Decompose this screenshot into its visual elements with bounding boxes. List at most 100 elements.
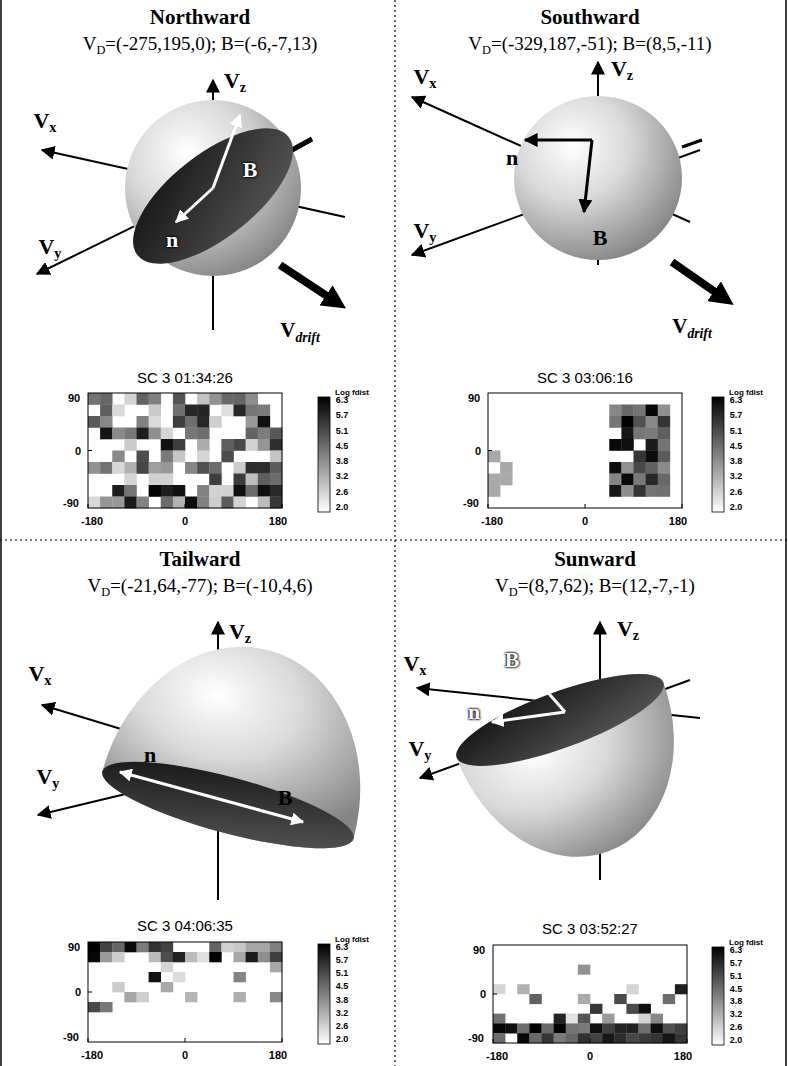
tick-mark <box>185 1038 186 1042</box>
heatmap-cell <box>500 474 512 486</box>
heatmap-cell <box>578 965 590 975</box>
tick-mark <box>88 1038 89 1042</box>
heatmap-cell <box>658 405 670 417</box>
colorbar-value: 6.3 <box>336 396 349 406</box>
heatmap-cell <box>663 994 675 1004</box>
heatmap-cell <box>493 1033 505 1043</box>
panel-band: SC 3 01:34:26NorthwardVD=(-275,195,0); B… <box>0 0 394 539</box>
heatmap-cell <box>646 416 658 428</box>
heatmap-cell <box>646 428 658 440</box>
plot-frame <box>493 945 687 1043</box>
heatmap-cell <box>621 428 633 440</box>
heatmap-cell <box>270 962 282 972</box>
vector-values: VD=(-21,64,-77); B=(-10,4,6) <box>87 576 312 599</box>
heatmap-cell <box>221 942 233 952</box>
heatmap-cell <box>149 462 161 474</box>
heatmap-cell <box>112 982 124 992</box>
tick-mark <box>687 1039 688 1043</box>
heatmap-cell <box>234 393 246 405</box>
heatmap-cell <box>634 474 646 486</box>
colorbar-value: 2.0 <box>336 503 349 513</box>
panel-band: SC 3 03:52:27SunwardVD=(8,7,62); B=(12,-… <box>395 540 785 1066</box>
heatmap-cell <box>100 462 112 474</box>
tick-mark <box>185 504 186 508</box>
heatmap-cell <box>578 1014 590 1024</box>
tick-label: 90 <box>68 941 80 953</box>
heatmap-cell <box>270 474 282 486</box>
heatmap-cell <box>137 428 149 440</box>
colorbar-value: 2.6 <box>336 1022 349 1032</box>
heatmap-cell <box>221 439 233 451</box>
vector-label: n <box>506 146 518 170</box>
tick-label: -180 <box>486 1050 508 1062</box>
heatmap-cell <box>137 992 149 1002</box>
colorbar-value: 5.7 <box>730 411 743 421</box>
heatmap-cell <box>651 1023 663 1033</box>
tick-label: 180 <box>269 515 287 527</box>
heatmap-cell <box>100 497 112 509</box>
heatmap-cell <box>124 992 136 1002</box>
axis-label: Vx <box>33 109 56 136</box>
heatmap-cell <box>658 439 670 451</box>
heatmap-cell <box>234 405 246 417</box>
plot-panel: SC 3 01:34:26 <box>76 367 294 508</box>
heatmap-cell <box>234 992 246 1002</box>
heatmap-cell <box>161 952 173 962</box>
heatmap-cell <box>270 992 282 1002</box>
heatmap-cell <box>621 439 633 451</box>
tick-mark <box>488 450 492 451</box>
tick-mark <box>88 992 92 993</box>
heatmap-cell <box>554 1033 566 1043</box>
colorbar <box>318 397 330 512</box>
colorbar-value: 3.8 <box>336 996 349 1006</box>
heatmap-cell <box>100 952 112 962</box>
heatmap-cell <box>149 474 161 486</box>
heatmap-cell <box>234 462 246 474</box>
heatmap-cell <box>100 416 112 428</box>
heatmap-cell <box>112 451 124 463</box>
vector-label: n <box>166 228 178 252</box>
heatmap-cell <box>646 451 658 463</box>
heatmap-cell <box>137 462 149 474</box>
heatmap-cell <box>246 485 258 497</box>
heatmap-cell <box>658 451 670 463</box>
panel-title: Tailward <box>160 548 241 571</box>
colorbar-value: 6.3 <box>730 946 743 956</box>
axis-label: Vz <box>617 617 639 644</box>
heatmap-cell <box>658 462 670 474</box>
heatmap-cell <box>500 462 512 474</box>
heatmap-cell <box>270 942 282 952</box>
heatmap-cell <box>185 992 197 1002</box>
heatmap-cell <box>173 439 185 451</box>
heatmap-cell <box>270 485 282 497</box>
heatmap-cell <box>634 405 646 417</box>
heatmap-cell <box>590 1004 602 1014</box>
heatmap-cell <box>112 405 124 417</box>
tick-label: 90 <box>473 944 485 956</box>
heatmap-cell <box>626 1004 638 1014</box>
colorbar-value: 6.3 <box>336 943 349 953</box>
heatmap-cell <box>258 462 270 474</box>
heatmap-cell <box>675 1033 687 1043</box>
heatmap-cell <box>554 1014 566 1024</box>
heatmap-cell <box>185 428 197 440</box>
heatmap-cell <box>626 984 638 994</box>
heatmap-cell <box>100 393 112 405</box>
heatmap-cell <box>529 1023 541 1033</box>
tick-label: 0 <box>75 986 81 998</box>
heatmap-cell <box>209 474 221 486</box>
colorbar-value: 5.1 <box>336 427 349 437</box>
heatmap-cell <box>634 416 646 428</box>
cut-plane <box>447 656 673 784</box>
heatmap-cell <box>634 428 646 440</box>
heatmap-cell <box>270 428 282 440</box>
heatmap-cell <box>173 416 185 428</box>
heatmap-cell <box>234 474 246 486</box>
heatmap-cell <box>185 497 197 509</box>
heatmap-cell <box>488 451 500 463</box>
axis-label: Vx <box>403 652 426 679</box>
axis-label: Vy <box>413 219 436 246</box>
tick-label: 0 <box>182 1049 188 1061</box>
heatmap-cell <box>621 462 633 474</box>
